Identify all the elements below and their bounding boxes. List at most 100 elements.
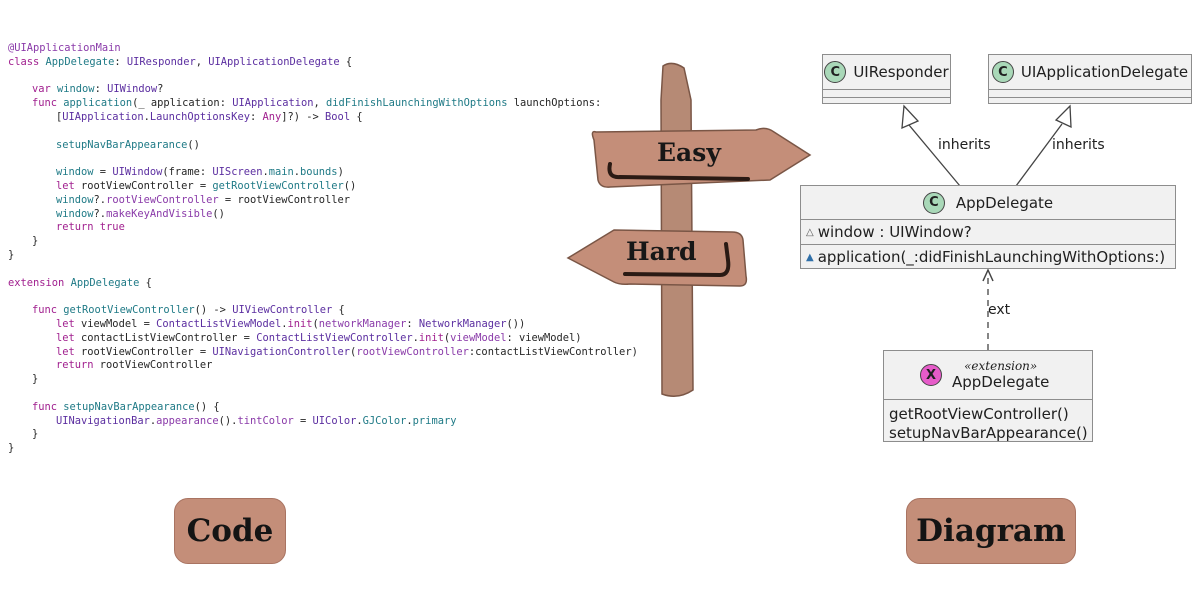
code-token: AppDelegate [45,55,115,68]
field-window: window : UIWindow? [817,223,972,241]
code-token: UIScreen [212,166,263,179]
code-token: var [32,83,58,96]
class-appdelegate: C AppDelegate △ window : UIWindow? ▲ app… [800,185,1176,269]
code-token: . [281,317,288,330]
code-token: . [406,414,413,427]
inherit-arrowhead-right [1054,104,1072,129]
code-line: return true [8,221,638,235]
code-token: contactListViewController = [81,331,257,344]
code-token: window [56,207,94,220]
sign-hard [566,229,748,287]
code-token: window [56,193,94,206]
code-token: UIViewController [232,304,333,317]
code-token: () -> [194,304,233,317]
code-line: let contactListViewController = ContactL… [8,332,638,346]
code-token: AppDelegate [70,276,140,289]
code-line: setupNavBarAppearance() [8,139,638,153]
sign-easy [591,127,812,188]
code-line: let viewModel = ContactListViewModel.ini… [8,318,638,332]
code-token: [ [56,110,63,123]
code-token: ( [443,331,451,344]
code-token: . [412,331,419,344]
code-token: return [56,221,100,234]
class-uiapplicationdelegate: C UIApplicationDelegate [988,54,1192,104]
code-token: : [406,317,419,330]
code-token: Bool [325,110,351,123]
code-token: ]?) -> [281,110,326,123]
code-line: class AppDelegate: UIResponder, UIApplic… [8,56,638,70]
code-token: UINavigationController [212,345,351,358]
class-name: UIApplicationDelegate [1020,63,1189,81]
code-label: Code [174,498,286,564]
class-name: AppDelegate [955,193,1054,212]
inherit-line-left [908,124,961,187]
code-token: . [143,110,150,123]
code-token: UINavigationBar [56,414,150,427]
method-visibility-icon: ▲ [806,251,814,263]
code-token: main [268,166,294,179]
code-token: getRootViewController [63,304,195,317]
code-token: setupNavBarAppearance [63,400,195,413]
code-token: :contactListViewController) [468,345,638,358]
code-line: func setupNavBarAppearance() { [8,401,638,415]
code-token: viewModel = [81,317,157,330]
extension-stereotype: «extension» [964,359,1038,373]
code-token: UIWindow [112,166,163,179]
code-token: : viewModel) [506,331,582,344]
class-c-icon: C [991,61,1014,83]
code-token: } [32,428,39,441]
code-line: [UIApplication.LaunchOptionsKey: Any]?) … [8,111,638,125]
code-token: let [56,179,82,192]
code-token: true [99,221,125,234]
code-token: () { [194,400,220,413]
code-token: ?. [93,193,107,206]
code-token: () [187,138,200,151]
ext-label: ext [988,302,1011,318]
code-token: rootViewController [356,345,469,358]
code-token: LaunchOptionsKey [149,110,250,123]
extension-name: AppDelegate [952,373,1050,391]
sign-easy-underline [607,162,750,181]
code-token: ( [350,345,357,358]
code-line: var window: UIWindow? [8,83,638,97]
diagram-label: Diagram [906,498,1076,564]
code-token: (). [218,414,238,427]
code-token: NetworkManager [418,317,507,330]
extension-appdelegate: X «extension» AppDelegate getRootViewCon… [883,350,1093,442]
code-token: (frame: [162,166,213,179]
inherit-line-right [1015,123,1063,187]
code-token: tintColor [237,414,294,427]
code-token: rootViewController = [81,345,213,358]
code-token: extension [8,276,71,289]
extension-x-icon: X [920,364,942,386]
code-line: window?.rootViewController = rootViewCon… [8,194,638,208]
code-line: func getRootViewController() -> UIViewCo… [8,304,638,318]
code-token: getRootViewController [212,179,344,192]
code-line: let rootViewController = UINavigationCon… [8,346,638,360]
code-token: } [32,235,39,248]
code-token: ) [337,166,344,179]
code-line: } [8,373,638,387]
code-token: } [32,373,39,386]
code-token: { [332,304,345,317]
code-line: extension AppDelegate { [8,277,638,291]
code-token: Any [262,110,282,123]
sign-hard-underline [623,242,731,278]
code-line: window = UIWindow(frame: UIScreen.main.b… [8,166,638,180]
code-token: { [139,276,152,289]
code-token: didFinishLaunchingWithOptions [326,97,508,110]
class-uiresponder: C UIResponder [822,54,951,104]
code-token: UIApplicationDelegate [208,55,340,68]
signpost-illustration: Easy Hard [566,62,812,397]
code-token: appearance [156,414,219,427]
code-line: window?.makeKeyAndVisible() [8,208,638,222]
code-token: } [8,442,15,455]
code-token: , [195,55,209,68]
code-token: UIWindow [107,83,158,96]
code-line: @UIApplicationMain [8,42,638,56]
code-token: class [8,55,46,68]
code-token: ContactListViewController [256,331,413,344]
code-token: . [356,414,363,427]
code-token: { [339,55,353,68]
